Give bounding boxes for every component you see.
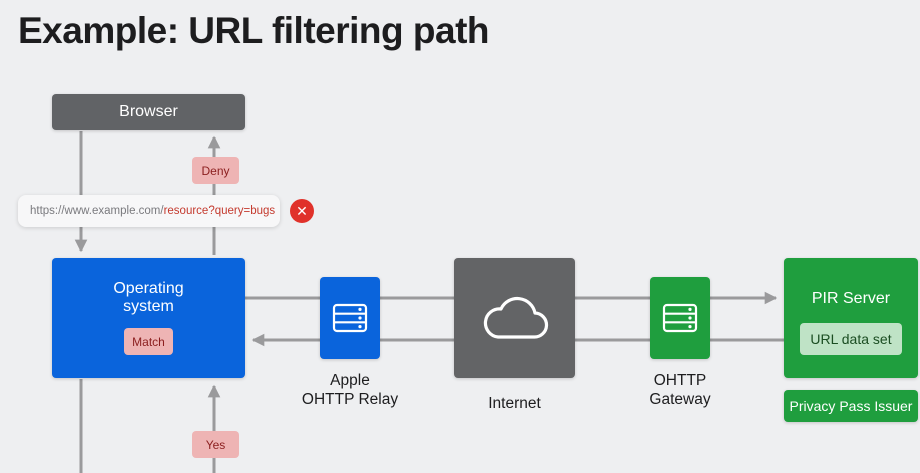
operating-system-box: Operating system	[52, 258, 245, 378]
cloud-icon	[483, 296, 548, 339]
relay-label-line1: Apple	[330, 372, 370, 389]
internet-label: Internet	[488, 395, 541, 412]
gateway-label: OHTTP Gateway	[620, 371, 740, 409]
match-badge: Match	[124, 328, 173, 355]
url-data-set-box: URL data set	[800, 323, 902, 355]
privacy-pass-issuer-box: Privacy Pass Issuer	[784, 390, 918, 422]
os-label-line1: Operating	[113, 280, 184, 297]
deny-badge: Deny	[192, 157, 239, 184]
gateway-label-line2: Gateway	[649, 391, 711, 408]
server-stack-icon	[332, 303, 368, 333]
relay-label: Apple OHTTP Relay	[290, 371, 410, 409]
os-label-line2: system	[123, 298, 174, 315]
url-base: https://www.example.com/	[30, 205, 164, 217]
x-mark-icon: ✕	[290, 199, 314, 223]
yes-badge: Yes	[192, 431, 239, 458]
ohttp-relay-box	[320, 277, 380, 359]
relay-label-line2: OHTTP Relay	[301, 391, 399, 408]
browser-label: Browser	[119, 103, 178, 120]
page-title: Example: URL filtering path	[18, 10, 490, 51]
gateway-label-line1: OHTTP	[653, 372, 707, 389]
pir-server-label: PIR Server	[811, 290, 891, 307]
pir-server-box: PIR Server	[784, 258, 918, 378]
browser-box: Browser	[52, 94, 245, 130]
url-field: https://www.example.com/resource?query=b…	[18, 195, 280, 227]
internet-box	[454, 258, 575, 378]
privacy-pass-label: Privacy Pass Issuer	[789, 398, 913, 414]
url-query: resource?query=bugs	[163, 205, 276, 217]
ohttp-gateway-box	[650, 277, 710, 359]
server-stack-icon	[662, 303, 698, 333]
